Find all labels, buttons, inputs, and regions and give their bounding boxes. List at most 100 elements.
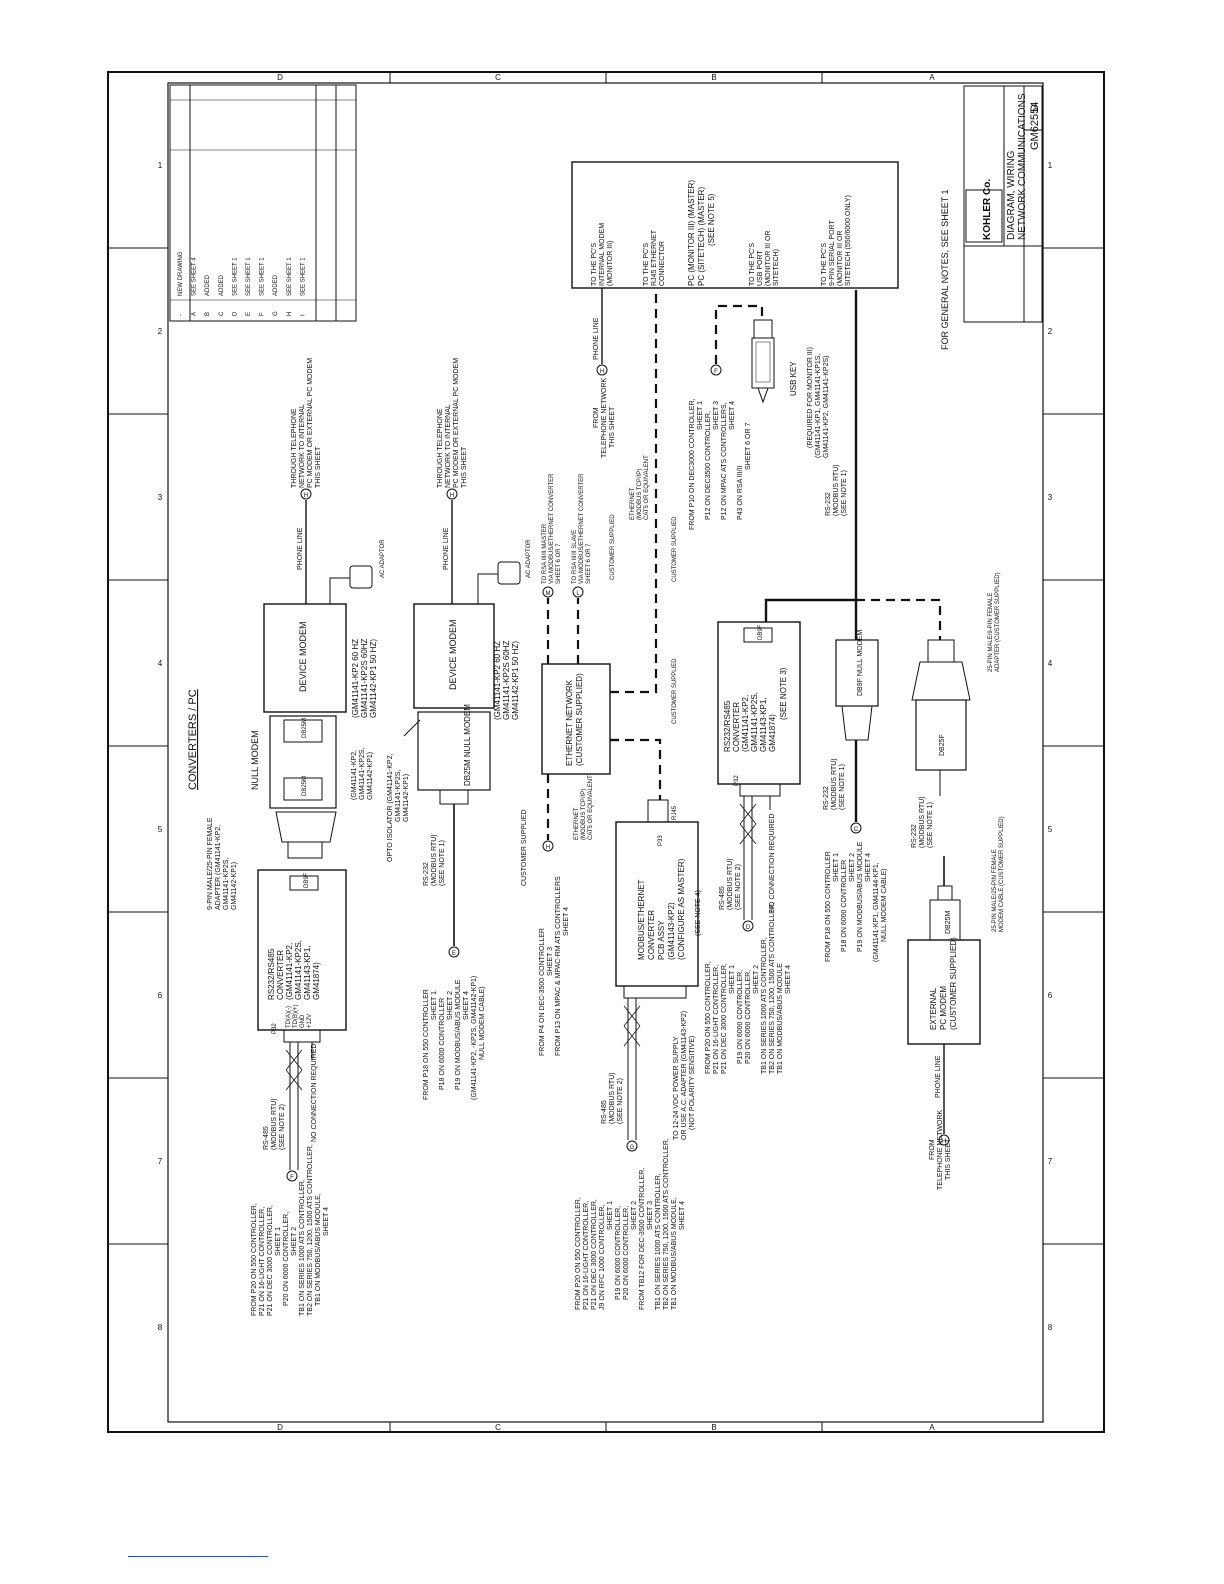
rs485-twist-3 <box>739 803 757 845</box>
through-tel-1-line-3: PC MODEM OR EXTERNAL PC MODEM <box>307 358 314 488</box>
rs232-1-line-2: (MODBUS RTU) <box>431 834 438 886</box>
connector-h-4-label: H <box>600 369 604 375</box>
to-rsa-slave-2: VIA MODBUS/ETHERNET CONVERTER <box>579 473 585 584</box>
grid-ticks <box>108 72 1104 1432</box>
pc-serial-dash-branch <box>856 598 942 640</box>
revision-row-rev: A <box>192 312 198 316</box>
connector-m-1-label: M <box>546 591 551 597</box>
from-p18-1: FROM P18 ON 550 CONTROLLER <box>423 989 430 1100</box>
ac-adapter-2 <box>497 561 521 585</box>
adapter-9-25-line-3: GM41141-KP2S, <box>223 858 230 910</box>
from-p4-2: SHEET 3 <box>547 947 554 976</box>
grid-col-right-7: 8 <box>1048 1323 1053 1332</box>
null-modem-1: DB25M DB25M NULL MODEM <box>250 715 337 809</box>
from-p20b-3: P21 ON DEC 3000 CONTROLLER, <box>591 1199 598 1310</box>
ethernet-network-line-2: (CUSTOMER SUPPLIED) <box>575 673 584 766</box>
grid-row-bottom-1: C <box>495 1423 501 1432</box>
to-rsa-master-1: TO RSA III/II MASTER <box>542 523 548 584</box>
from-p20b-14: SHEET 4 <box>679 1201 686 1230</box>
drawing-title-line-1: DIAGRAM, WIRING <box>1006 150 1017 240</box>
revision-row-rev: G <box>273 311 279 316</box>
grid-col-right-3: 4 <box>1048 659 1053 668</box>
usb-key-label: USB KEY <box>789 361 798 396</box>
from-p20b-5: SHEET 1 <box>607 1201 614 1230</box>
external-modem-line-1: EXTERNAL <box>929 987 938 1030</box>
grid-col-left-2: 3 <box>158 493 163 502</box>
from-tel-2-line-2: TELEPHONE NETWORK <box>937 1110 944 1190</box>
rs232-3-line-2: (MODBUS RTU) <box>919 796 926 848</box>
pc-line-3: (MONITOR III) <box>607 241 614 286</box>
converter-1-pin-1: TD(A)(-) <box>286 1006 292 1028</box>
rs485-3-line-3: (SEE NOTE 2) <box>735 864 742 910</box>
from-p20b-12: TB2 ON SERIES 750, 1200, 1500 ATS CONTRO… <box>663 1138 670 1310</box>
general-notes-ref: FOR GENERAL NOTES, SEE SHEET 1 <box>940 189 950 350</box>
external-pc-modem: EXTERNAL PC MODEM (CUSTOMER SUPPLIED) DB… <box>907 885 981 1045</box>
connector-l-1-label: L <box>576 591 580 597</box>
revision-row-text: SEE SHEET 1 <box>260 257 266 296</box>
to-rsa-slave-3: SHEET 6 OR 7 <box>586 543 592 584</box>
adapter-9-25-plug <box>287 841 323 859</box>
footer-link-underline <box>128 1556 268 1557</box>
external-modem-line-2: PC MODEM <box>939 986 948 1030</box>
converter-2-note: (SEE NOTE 3) <box>779 667 788 720</box>
title-block: KOHLER Co. DIAGRAM, WIRING NETWORK COMMU… <box>963 85 1043 323</box>
null-modem-1-model-1: (GM41141-KP2, <box>351 750 358 800</box>
revision-row-rev: F <box>260 312 266 316</box>
modbus-converter: RJ45 P33 MODBUS/ETHERNET CONVERTER PCB A… <box>615 799 702 999</box>
grid-col-left-4: 5 <box>158 825 163 834</box>
converter-1-pin-3: GND <box>300 1014 306 1028</box>
revision-row-text: ADDED <box>273 274 279 296</box>
from-p20c-5: P19 ON 6000 CONTROLLER, <box>737 970 744 1064</box>
adapter-25-25-line-2: MODEM CABLE (CUSTOMER SUPPLIED) <box>999 816 1005 932</box>
from-p20b-7: P20 ON 6000 CONTROLLER, <box>623 1206 630 1300</box>
connector-f-1-label: F <box>290 1175 294 1181</box>
from-tel-1-line-3: THIS SHEET <box>609 406 616 448</box>
rs485-cable-2 <box>627 998 637 1140</box>
adapter-9-25-line-2: ADAPTER (GM41141-KP2, <box>215 825 222 910</box>
connector-f-2 <box>710 364 722 376</box>
connector-h-2-label: H <box>450 493 454 499</box>
converter-1-pin-4: +12V <box>307 1014 313 1028</box>
from-p18b-2: SHEET 1 <box>833 853 840 882</box>
rs485-3-line-2: (MODBUS RTU) <box>727 858 734 910</box>
from-p18-4: SHEET 2 <box>447 991 454 1020</box>
rs485-2-line-2: (MODBUS RTU) <box>609 1072 616 1124</box>
device-modem-1-model-1: (GM41141-KP2 60 HZ <box>351 639 360 718</box>
from-p20c-11: SHEET 4 <box>785 965 792 994</box>
modbus-converter-line-2: CONVERTER <box>647 910 656 960</box>
revision-row-rev: B <box>205 312 211 316</box>
from-p20-10: SHEET 4 <box>323 1207 330 1236</box>
phone-line-2-label: PHONE LINE <box>443 527 450 570</box>
through-tel-1-line-4: THIS SHEET <box>315 446 322 488</box>
grid-col-left-1: 2 <box>158 327 163 336</box>
from-p20-7: TB1 ON SERIES 1000 ATS CONTROLLER, <box>299 1179 306 1316</box>
from-p18b-5: P19 ON MODBUS/ABUS MODULE <box>857 841 864 952</box>
from-p18-6: SHEET 4 <box>463 991 470 1020</box>
device-modem-1: DEVICE MODEM <box>263 603 347 713</box>
revision-row-rev: C <box>219 311 225 316</box>
usb-key-line-3: GM41141-KP2, GM41141-KP2S) <box>823 356 830 458</box>
ethernet-network-line-1: ETHERNET NETWORK <box>565 679 574 766</box>
device-modem-2: DEVICE MODEM <box>413 603 495 709</box>
pc-line-13: SITETECH) <box>773 249 780 286</box>
pc-line-5: RJ45 ETHERNET <box>651 229 658 286</box>
no-connection-1: NO CONNECTION REQUIRED <box>311 1044 318 1142</box>
ac-adapter-1 <box>349 565 373 589</box>
customer-supplied-2: CUSTOMER SUPPLIED <box>672 658 678 724</box>
connector-h-5-label: H <box>942 1139 946 1145</box>
revision-row-text: SEE SHEET 1 <box>300 257 306 296</box>
revision-row-text: SEE SHEET 1 <box>246 257 252 296</box>
null-modem-2-label: DB25M NULL MODEM <box>463 704 472 786</box>
revision-row-rev: - <box>178 314 184 316</box>
connector-h-5 <box>938 1134 950 1146</box>
to-rsa-slave-1: TO RSA III/II SLAVE <box>572 530 578 584</box>
db25f-label: DB25F <box>939 734 946 756</box>
drawing-revision: D <box>1029 104 1041 112</box>
converter-1-line-6: GM41874) <box>312 962 321 1000</box>
converter-2-to-pc <box>764 598 856 622</box>
pc-line-7: PC (MONITOR III) (MASTER) <box>687 180 696 286</box>
pc-line-9: (SEE NOTE 5) <box>707 193 716 246</box>
converter-1-line-1: RS232/RS485 <box>267 948 276 1000</box>
ethernet-network: ETHERNET NETWORK (CUSTOMER SUPPLIED) <box>541 663 611 775</box>
